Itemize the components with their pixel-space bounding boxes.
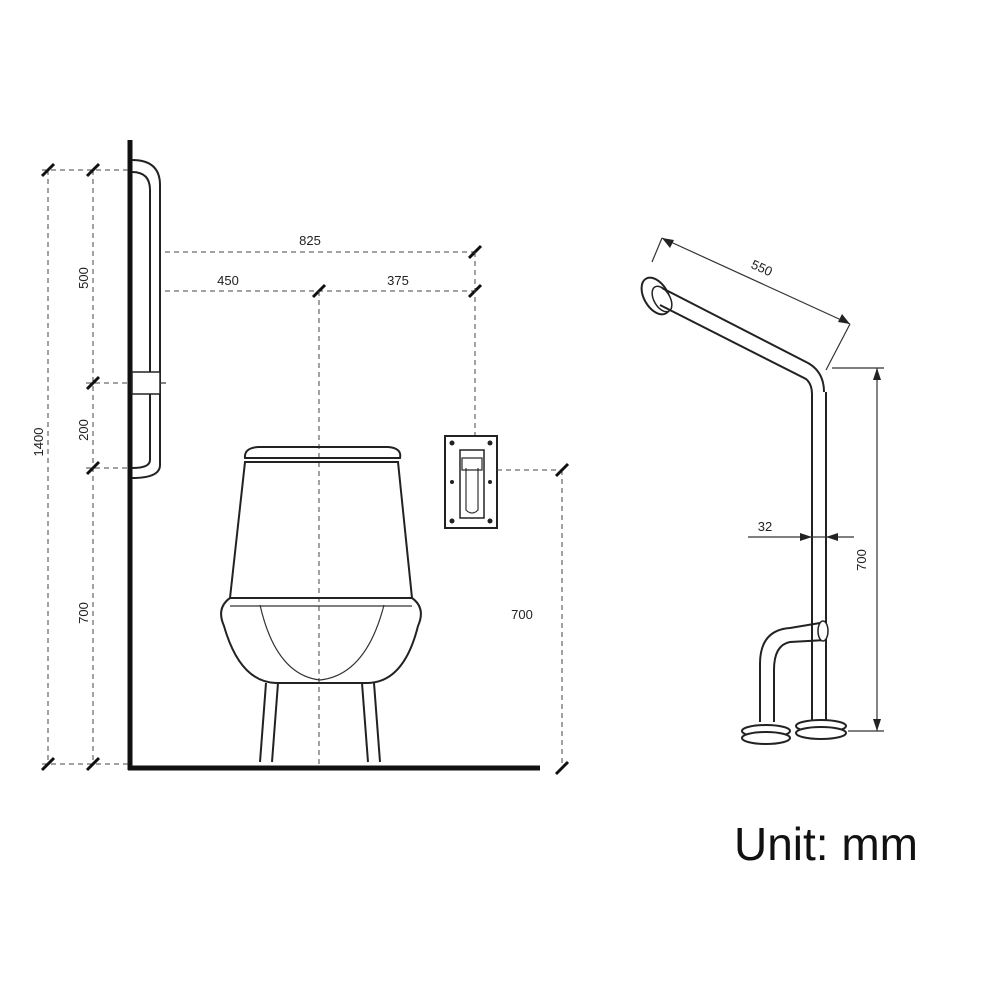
- dim-700-right-lines: [832, 367, 884, 732]
- dim-32: 32: [758, 519, 772, 534]
- wall-flange: [640, 276, 673, 316]
- dim-550-lines: [651, 237, 851, 371]
- dim-450: 450: [217, 273, 239, 288]
- side-bracket-plate: [444, 435, 498, 529]
- toilet-elevation: 500 200 1400 700 825 450 375: [31, 140, 570, 776]
- wall-grab-bar: [131, 159, 166, 479]
- dim-200: 200: [76, 419, 91, 441]
- floor-bases: [741, 719, 847, 745]
- left-dimension-lines: [40, 162, 128, 772]
- l-grab-bar: 550 700 32: [640, 237, 884, 745]
- dim-375: 375: [387, 273, 409, 288]
- dim-700-mid: 700: [511, 607, 533, 622]
- top-dimension-lines: [165, 244, 483, 768]
- dim-550: 550: [749, 257, 775, 280]
- unit-label: Unit: mm: [734, 818, 918, 870]
- dim-700-left: 700: [76, 602, 91, 624]
- toilet: [220, 446, 422, 763]
- dim-700-right: 700: [854, 549, 869, 571]
- right-700-dimension: [497, 462, 570, 776]
- dim-825: 825: [299, 233, 321, 248]
- dim-1400: 1400: [31, 428, 46, 457]
- dim-32-lines: [748, 533, 854, 541]
- dim-500: 500: [76, 267, 91, 289]
